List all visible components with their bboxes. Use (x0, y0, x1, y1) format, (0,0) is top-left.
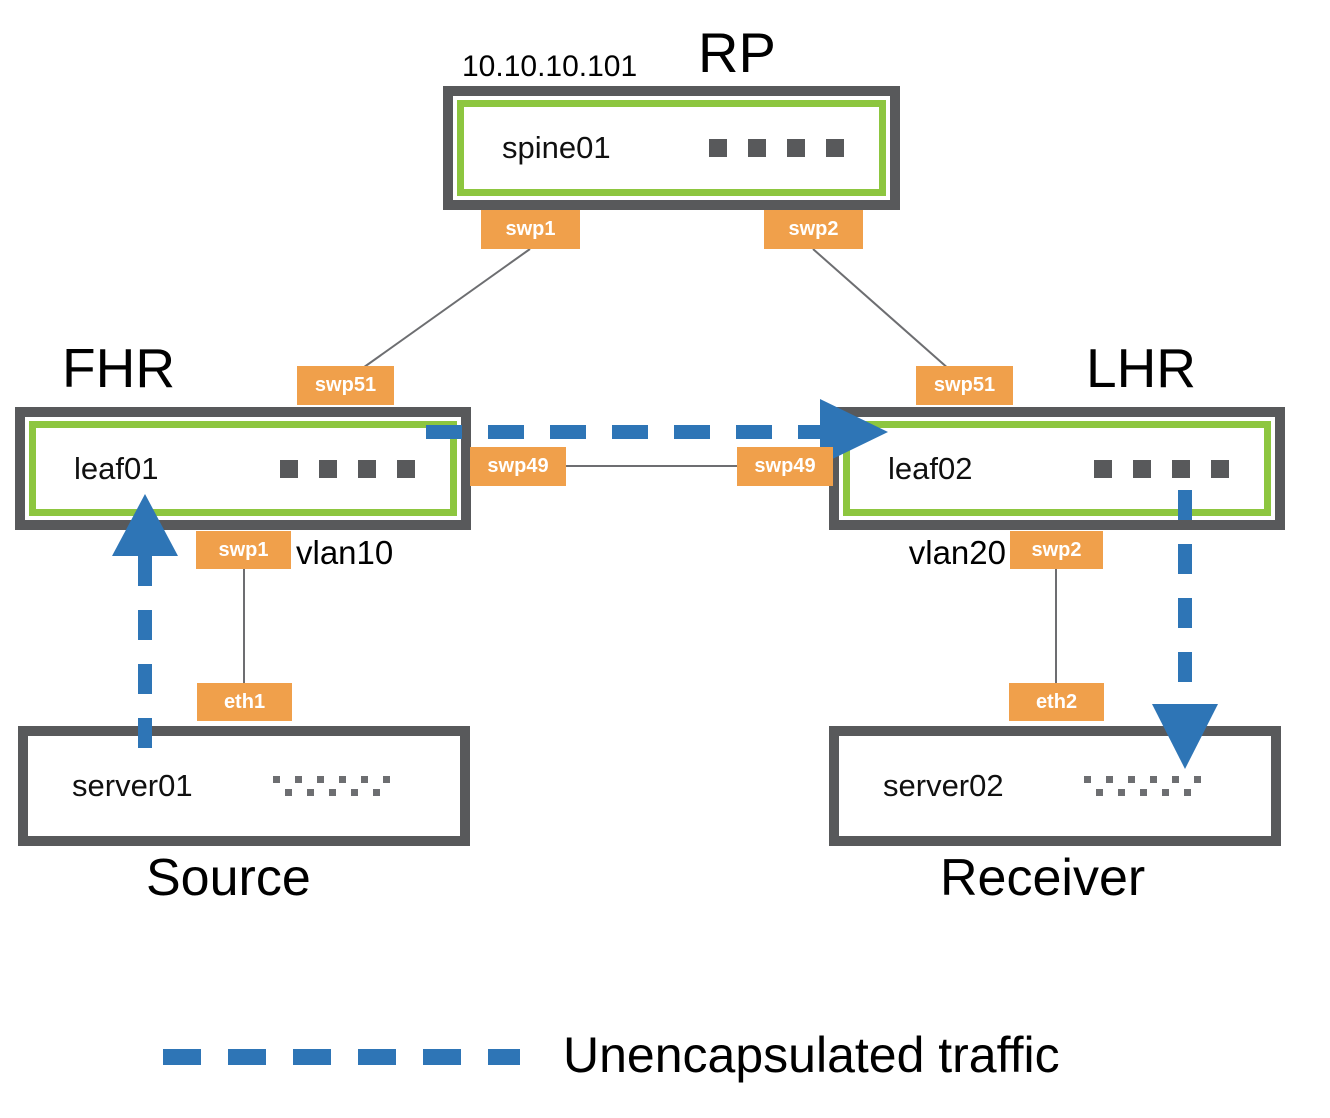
node-leaf01: leaf01 (15, 407, 471, 530)
node-spine01-name: spine01 (502, 130, 611, 165)
server-vents-icon (1084, 776, 1201, 796)
status-leds-icon (280, 459, 415, 478)
node-server01: server01 (18, 726, 470, 846)
node-server02-name: server02 (883, 768, 1004, 803)
node-leaf02: leaf02 (829, 407, 1285, 530)
traffic-arrow-server01-to-leaf01 (112, 494, 178, 748)
rp-ip-label: 10.10.10.101 (462, 50, 638, 83)
vlan20-label: vlan20 (908, 534, 1006, 571)
fhr-label: FHR (62, 337, 176, 399)
node-leaf02-face: leaf02 (843, 421, 1271, 516)
status-leds-icon (1094, 459, 1229, 478)
vlan10-label: vlan10 (296, 534, 394, 571)
port-leaf02-swp2: swp2 (1010, 531, 1103, 569)
rp-title: RP (698, 21, 776, 84)
node-leaf02-name: leaf02 (888, 450, 973, 486)
port-leaf01-swp51: swp51 (297, 366, 394, 405)
lhr-label: LHR (1086, 337, 1197, 399)
server-vents-icon (273, 776, 390, 796)
node-spine01-face: spine01 (457, 100, 886, 196)
node-server01-name: server01 (72, 768, 193, 803)
node-leaf01-face: leaf01 (29, 421, 457, 516)
node-spine01: spine01 (443, 86, 900, 210)
port-spine01-swp2: swp2 (764, 210, 863, 249)
legend-label: Unencapsulated traffic (563, 1027, 1060, 1083)
port-server01-eth1: eth1 (197, 683, 292, 721)
port-leaf01-swp1: swp1 (196, 531, 291, 569)
receiver-label: Receiver (940, 849, 1146, 907)
port-spine01-swp1: swp1 (481, 210, 580, 249)
status-leds-icon (709, 139, 844, 157)
link-spine01-leaf02 (812, 248, 951, 371)
port-server02-eth2: eth2 (1009, 683, 1104, 721)
source-label: Source (146, 849, 311, 907)
link-spine01-leaf01 (359, 248, 531, 371)
node-server02: server02 (829, 726, 1281, 846)
node-leaf01-name: leaf01 (74, 450, 159, 486)
port-leaf01-swp49: swp49 (470, 447, 566, 486)
port-leaf02-swp51: swp51 (916, 366, 1013, 405)
port-leaf02-swp49: swp49 (737, 447, 833, 486)
